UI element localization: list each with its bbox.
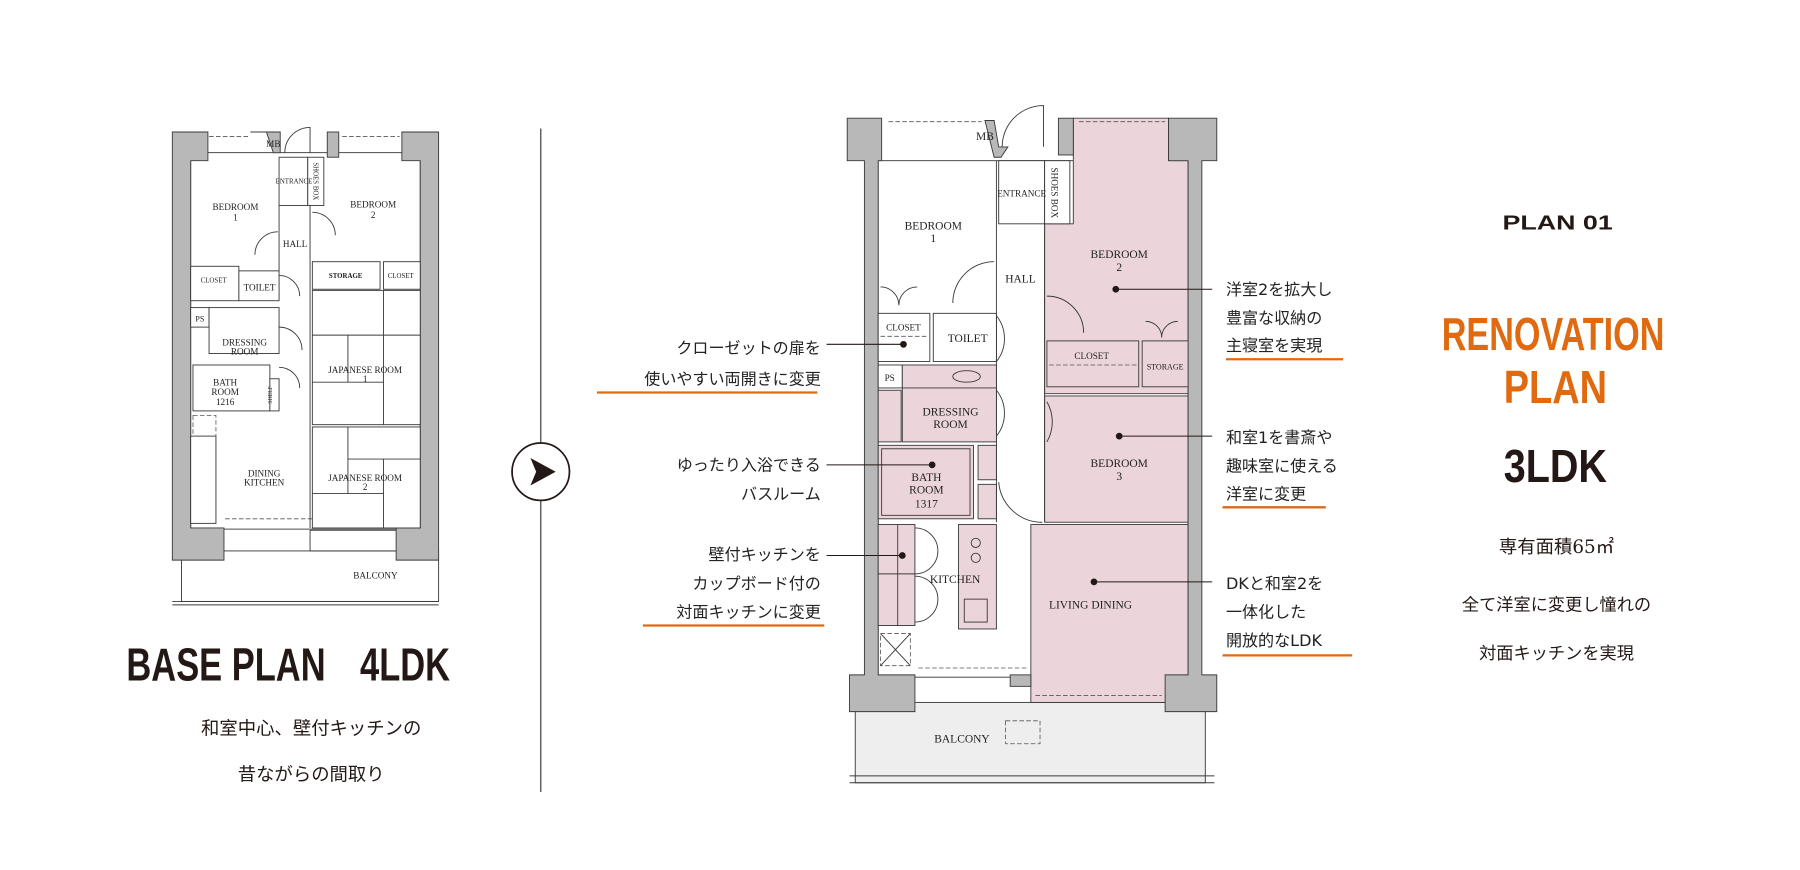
callout-text: バスルーム — [741, 484, 821, 503]
room-label-dressing-2: ROOM — [933, 419, 967, 431]
room-label-bedroom2-number: 2 — [371, 210, 376, 220]
callout-text: ゆったり入浴できる — [677, 456, 821, 475]
callout-text: 洋室2を拡大し — [1226, 280, 1333, 299]
base-plan-title: BASE PLAN 4LDK — [126, 639, 450, 691]
callout-text: 対面キッチンに変更 — [676, 602, 820, 621]
room-label-closet-left: CLOSET — [201, 277, 228, 284]
bath-room-highlight — [877, 444, 974, 520]
callout-leaders — [826, 285, 1213, 586]
room-label-balcony: BALCONY — [934, 734, 989, 746]
room-label-kitchen: KITCHEN — [930, 574, 981, 586]
room-label-dressing-2: ROOM — [231, 347, 259, 357]
room-label-hall: HALL — [283, 239, 308, 249]
room-label-mb: MB — [976, 131, 994, 143]
room-label-bath-size: 1317 — [915, 498, 938, 510]
renovation-title-2: PLAN — [1504, 361, 1607, 413]
room-label-closet-right: CLOSET — [1074, 351, 1109, 361]
room-label-storage: STORAGE — [329, 273, 363, 280]
callout-closet-doors: クローゼットの扉を 使いやすい両開きに変更 — [596, 339, 821, 394]
room-label-japanese1: JAPANESE ROOM — [328, 365, 402, 375]
room-label-bath: BATH — [213, 378, 237, 388]
room-label-bedroom2: BEDROOM — [350, 200, 396, 210]
room-label-japanese2-number: 2 — [363, 482, 368, 492]
room-label-bedroom1: BEDROOM — [213, 202, 259, 212]
renovation-floor-plan: MB BEDROOM 1 ENTRANCE SHOES BOX HALL BED… — [846, 105, 1218, 784]
room-label-ps: PS — [195, 314, 204, 323]
room-label-dressing: DRESSING — [922, 406, 978, 418]
living-dining-highlight — [1030, 524, 1189, 703]
room-label-hall: HALL — [1005, 273, 1036, 285]
room-label-kitchen: KITCHEN — [244, 478, 285, 488]
room-label-mb: MB — [266, 139, 280, 149]
room-label-closet-left: CLOSET — [886, 323, 921, 333]
base-plan-description-1: 和室中心、壁付キッチンの — [201, 719, 421, 740]
room-label-bath-size: 1216 — [216, 397, 235, 407]
callout-master-bedroom: 洋室2を拡大し 豊富な収納の 主寝室を実現 — [1226, 280, 1344, 361]
room-label-living-dining: LIVING DINING — [1049, 599, 1132, 611]
room-label-bedroom1-number: 1 — [233, 212, 238, 222]
callout-text: 趣味室に使える — [1226, 457, 1338, 476]
room-label-bedroom1-number: 1 — [930, 233, 936, 245]
callout-ldk: DKと和室2を 一体化した 開放的なLDK — [1222, 574, 1353, 657]
room-label-shoes-box: SHOES BOX — [1050, 167, 1060, 218]
summary-description-2: 対面キッチンを実現 — [1479, 644, 1634, 664]
bedroom3-highlight — [1044, 395, 1189, 523]
room-label-shelf: SHELF — [268, 386, 274, 403]
base-plan-description-2: 昔ながらの間取り — [238, 764, 385, 785]
callout-text: 壁付キッチンを — [708, 545, 820, 564]
callout-bedroom3: 和室1を書斎や 趣味室に使える 洋室に変更 — [1222, 428, 1338, 509]
room-label-bedroom3: BEDROOM — [1091, 458, 1148, 470]
room-label-shoes-box: SHOES BOX — [311, 162, 318, 200]
dressing-room-highlight — [901, 364, 997, 443]
room-label-japanese2: JAPANESE ROOM — [328, 473, 402, 483]
floor-area: 専有面積65㎡ — [1499, 536, 1614, 558]
room-label-bedroom2: BEDROOM — [1091, 249, 1148, 261]
room-label-ps: PS — [885, 373, 895, 383]
room-label-toilet: TOILET — [948, 333, 988, 345]
callout-bath-room: ゆったり入浴できる バスルーム — [677, 456, 821, 504]
callout-text: DKと和室2を — [1226, 574, 1323, 593]
kitchen-island-highlight — [958, 524, 997, 630]
layout-type: 3LDK — [1504, 440, 1607, 492]
base-floor-plan: MB BEDROOM 1 ENTRANCE SHOES BOX BEDROOM … — [171, 126, 440, 606]
summary-description-1: 全て洋室に変更し憧れの — [1462, 596, 1651, 616]
callout-text: 主寝室を実現 — [1226, 336, 1322, 355]
callout-text: 豊富な収納の — [1226, 309, 1322, 328]
room-label-bath-2: ROOM — [909, 485, 943, 497]
callout-text: 和室1を書斎や — [1226, 428, 1333, 447]
cupboard-highlight — [877, 524, 916, 626]
room-label-bedroom3-number: 3 — [1116, 471, 1122, 483]
room-label-toilet: TOILET — [244, 282, 276, 292]
room-label-closet-right: CLOSET — [388, 273, 415, 280]
exterior-wall — [171, 131, 225, 561]
plan-summary: PLAN 01 RENOVATION PLAN 3LDK 専有面積65㎡ 全て洋… — [1442, 212, 1665, 664]
callout-text: カップボード付の — [692, 574, 820, 593]
room-label-bedroom2-number: 2 — [1116, 262, 1122, 274]
room-label-japanese1-number: 1 — [363, 374, 368, 384]
room-label-entrance: ENTRANCE — [276, 179, 313, 186]
callout-text: 一体化した — [1226, 602, 1306, 621]
balcony-area — [854, 701, 1206, 784]
room-label-storage: STORAGE — [1147, 363, 1184, 372]
callout-text: 洋室に変更 — [1226, 484, 1306, 503]
room-label-dressing: DRESSING — [222, 337, 267, 347]
renovation-title: RENOVATION — [1442, 308, 1665, 360]
callout-kitchen: 壁付キッチンを カップボード付の 対面キッチンに変更 — [642, 545, 825, 627]
arrow-right-icon — [511, 442, 571, 502]
plan-number: PLAN 01 — [1503, 212, 1613, 235]
callout-text: 使いやすい両開きに変更 — [644, 369, 821, 388]
callout-text: クローゼットの扉を — [676, 339, 820, 358]
room-label-bedroom1: BEDROOM — [905, 221, 962, 233]
exterior-wall — [846, 117, 916, 713]
room-label-entrance: ENTRANCE — [997, 188, 1046, 198]
room-label-balcony: BALCONY — [353, 570, 398, 580]
callout-text: 開放的なLDK — [1226, 631, 1322, 650]
room-label-bath-2: ROOM — [211, 387, 239, 397]
room-label-dining: DINING — [248, 468, 281, 478]
room-label-bath: BATH — [911, 472, 941, 484]
